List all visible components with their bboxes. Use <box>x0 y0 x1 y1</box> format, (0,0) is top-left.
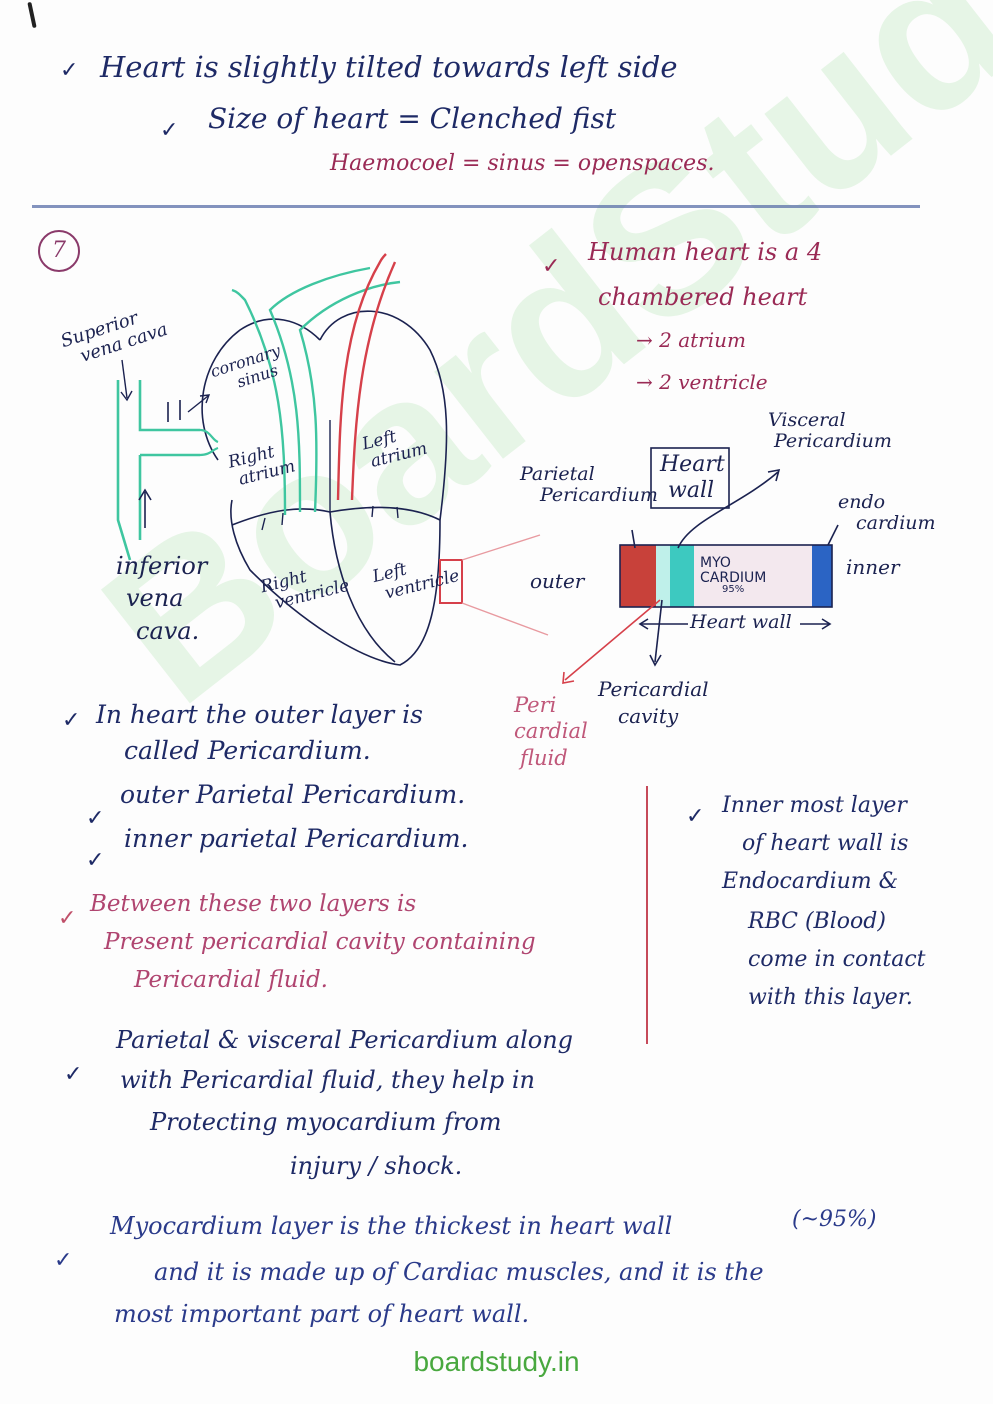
heart-outline <box>230 499 441 666</box>
label-parietal-pericardium: Parietal Pericardium <box>520 463 658 506</box>
arrow-pericardial-cavity <box>654 599 663 663</box>
note-endo-line-1: Inner most layer <box>722 793 907 818</box>
note-between-line-1: Between these two layers is <box>90 891 417 917</box>
note-protect-line-1: Parietal & visceral Pericardium along <box>116 1026 574 1054</box>
interventricular-septum <box>329 511 396 663</box>
arrow-head <box>649 654 662 667</box>
separator-line <box>32 205 920 208</box>
check-icon: ✓ <box>64 1062 83 1087</box>
note-outer-parietal: outer Parietal Pericardium. <box>120 780 466 809</box>
pericardial-cavity-layer <box>656 545 670 607</box>
check-icon: ✓ <box>60 58 79 83</box>
green-vessel <box>268 266 371 513</box>
heart-wall-box <box>650 447 730 509</box>
label-inner: inner <box>846 555 900 579</box>
green-vessel <box>231 288 287 516</box>
check-icon: ✓ <box>86 806 105 831</box>
note-myo-percent: (~95%) <box>792 1207 877 1232</box>
red-vessel <box>350 261 397 501</box>
note-pericardium-line-1: In heart the outer layer is <box>96 700 423 729</box>
vena-cava <box>116 380 200 561</box>
check-icon: ✓ <box>686 804 705 829</box>
note-inner-parietal: inner parietal Pericardium. <box>124 824 469 853</box>
note-pericardium-line-2: called Pericardium. <box>124 736 371 765</box>
arrow-visceral <box>677 471 779 549</box>
arrow-endocardium <box>827 524 839 546</box>
note-protect-line-2: with Pericardial fluid, they help in <box>120 1066 535 1094</box>
header-line-3: Haemocoel = sinus = openspaces. <box>330 151 715 176</box>
arrow-pericardial-fluid <box>564 599 661 681</box>
wall-highlight-box <box>439 559 463 604</box>
note-endo-line-6: with this layer. <box>748 985 913 1010</box>
header-line-1: Heart is slightly tilted towards left si… <box>100 50 678 84</box>
label-pericardial-fluid: Peri cardial fluid <box>514 693 588 770</box>
red-vessel <box>336 253 387 501</box>
chamber-note-line-2: chambered heart <box>598 283 808 311</box>
arrow-head <box>767 468 781 482</box>
check-icon: ✓ <box>54 1248 73 1273</box>
heart-outline <box>319 310 448 521</box>
arrow-head <box>138 488 152 501</box>
arrow-superior <box>121 359 128 399</box>
zoom-line <box>461 534 549 636</box>
arrow-coronary-sinus <box>187 395 209 413</box>
note-protect-line-3: Protecting myocardium from <box>150 1108 502 1136</box>
label-visceral-pericardium: Visceral Pericardium <box>768 409 892 452</box>
check-icon: ✓ <box>62 708 81 733</box>
column-divider <box>646 786 648 1044</box>
label-pericardial-cavity: Pericardial cavity <box>598 677 709 728</box>
header-line-2: Size of heart = Clenched fist <box>208 102 617 135</box>
check-icon: ✓ <box>58 906 77 931</box>
chamber-note-ventricle: → 2 ventricle <box>636 370 768 394</box>
note-myo-line-3: most important part of heart wall. <box>114 1300 530 1328</box>
note-between-line-2: Present pericardial cavity containing <box>104 929 536 955</box>
check-icon: ✓ <box>542 254 561 279</box>
arrow-head <box>638 618 832 630</box>
heart-outline <box>201 318 321 461</box>
note-myo-line-2: and it is made up of Cardiac muscles, an… <box>154 1258 764 1286</box>
note-myo-line-1: Myocardium layer is the thickest in hear… <box>110 1212 673 1240</box>
myocardium-layer <box>694 545 812 607</box>
label-heart-wall-span: Heart wall <box>690 611 792 633</box>
note-endo-line-3: Endocardium & <box>722 869 899 894</box>
label-endocardium: endo cardium <box>838 491 936 534</box>
endocardium-layer <box>812 545 832 607</box>
note-endo-line-5: come in contact <box>748 947 926 972</box>
visceral-layer <box>670 545 694 607</box>
green-vessel <box>298 280 401 513</box>
heart-diagram <box>116 253 839 684</box>
note-endo-line-4: RBC (Blood) <box>748 909 886 934</box>
vena-cava-entry <box>199 428 219 457</box>
label-outer: outer <box>530 569 585 593</box>
check-icon: ✓ <box>86 848 105 873</box>
chamber-note-atrium: → 2 atrium <box>636 328 746 352</box>
arrow-parietal <box>631 529 636 549</box>
valve-flap <box>261 505 399 531</box>
note-protect-line-4: injury / shock. <box>290 1152 463 1180</box>
check-icon: ✓ <box>160 118 179 143</box>
label-heart-wall-box: Heart wall <box>660 452 725 504</box>
arrow-head <box>120 390 133 402</box>
chamber-note-line-1: Human heart is a 4 <box>588 238 823 266</box>
label-myocardium: MYO CARDIUM 95% <box>700 555 767 596</box>
footer-site[interactable]: boardstudy.in <box>413 1346 580 1377</box>
arrow-head <box>199 394 211 404</box>
parietal-layer <box>620 545 656 607</box>
heart-wall-strip <box>619 544 833 608</box>
note-between-line-3: Pericardial fluid. <box>134 967 328 993</box>
note-endo-line-2: of heart wall is <box>742 831 909 856</box>
section-number-badge: 7 <box>38 230 80 272</box>
label-inferior-vena-cava: inferior vena cava. <box>116 552 208 645</box>
arrow-head <box>562 671 575 684</box>
coronary-sinus-opening <box>167 400 181 422</box>
